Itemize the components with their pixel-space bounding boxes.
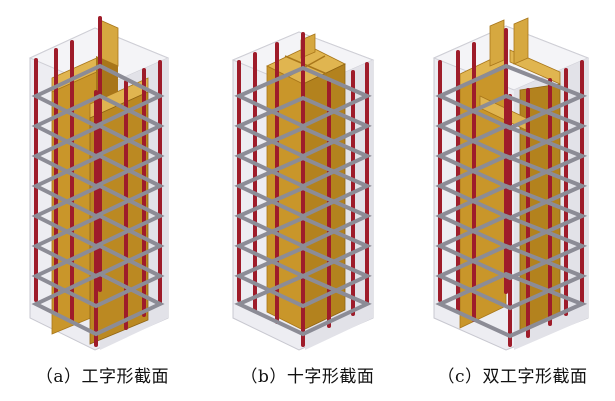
column-drawing-cross-shaped — [231, 31, 375, 351]
column-drawing-double-i-shaped — [432, 17, 590, 351]
stirrups — [435, 63, 588, 339]
panel-i-shaped: （a）工字形截面 — [0, 0, 205, 401]
caption-a: （a）工字形截面 — [35, 367, 170, 387]
panel-cross-shaped: （b）十字形截面 — [205, 0, 410, 401]
column-drawing-i-shaped — [28, 16, 170, 351]
caption-b: （b）十字形截面 — [240, 367, 375, 387]
caption-c: （c）双工字形截面 — [437, 367, 588, 387]
stirrups — [31, 63, 165, 337]
stirrups — [234, 65, 372, 337]
panel-double-i-shaped: （c）双工字形截面 — [410, 0, 615, 401]
